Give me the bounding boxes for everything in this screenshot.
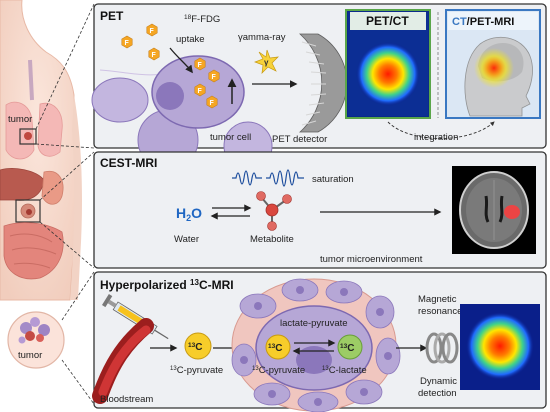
hp-panel: Hyperpolarized 13C-MRI Bloodstream 13C 1… — [92, 271, 547, 412]
magnetic-coil-icon — [425, 332, 459, 364]
human-body: tumor — [0, 0, 82, 301]
svg-text:F: F — [125, 40, 130, 47]
svg-text:F: F — [210, 100, 215, 107]
tumor-label: tumor — [8, 114, 32, 125]
cest-hotspot — [504, 205, 520, 219]
dynamic-label: Dynamic — [420, 376, 457, 387]
svg-text:F: F — [198, 88, 203, 95]
svg-text:13C: 13C — [340, 343, 354, 354]
hp-hotspot — [466, 312, 534, 380]
stomach — [41, 170, 64, 205]
resonance-label: resonance — [418, 306, 462, 317]
lactate-pyruvate-label: lactate-pyruvate — [280, 318, 348, 329]
pyruvate-in-cell-label: 13C-pyruvate — [252, 365, 305, 376]
bloodstream-label: Bloodstream — [100, 394, 153, 405]
lung-tumor — [24, 132, 32, 140]
svg-text:13C: 13C — [268, 343, 282, 354]
svg-text:13C: 13C — [188, 342, 202, 353]
gamma-burst: γ — [254, 49, 279, 74]
microenvironment-label: tumor microenvironment — [320, 254, 423, 265]
magnetic-label: Magnetic — [418, 294, 457, 305]
water-label: Water — [174, 234, 199, 245]
cest-title: CEST-MRI — [100, 156, 157, 170]
hp-title: Hyperpolarized 13C-MRI — [100, 278, 234, 292]
pyruvate-molecule — [184, 332, 212, 360]
svg-text:F: F — [152, 52, 157, 59]
nucleus — [156, 82, 184, 110]
cest-panel: CEST-MRI saturation H2O Water Metabolite — [93, 151, 547, 269]
h2o-formula: H2O — [176, 205, 202, 223]
pet-detector — [298, 33, 348, 133]
pet-ct-hotspot — [356, 42, 420, 106]
tumor-cell-label: tumor cell — [210, 132, 251, 143]
lactate-label: 13C-lactate — [322, 365, 367, 376]
metabolite-molecule — [256, 191, 292, 231]
zoom-tumor-label: tumor — [18, 350, 42, 361]
pyruvate-label: 13C-pyruvate — [170, 365, 223, 376]
svg-text:γ: γ — [264, 58, 269, 67]
tracer-label: 18F-FDG — [184, 14, 220, 25]
fdg-molecules: F F F F F F F — [121, 23, 220, 109]
integration-label: integration — [414, 132, 458, 143]
saturation-label: saturation — [312, 174, 354, 185]
pet-ct-title: PET/CT — [366, 14, 409, 28]
connector-lines — [35, 3, 95, 405]
pyruvate-in-cell — [265, 334, 291, 360]
pet-panel: PET F F F F F F F 18F-FDG uptake γamma-r… — [91, 3, 547, 171]
svg-text:F: F — [150, 28, 155, 35]
detection-label: detection — [418, 388, 457, 399]
lactate-molecule — [337, 334, 363, 360]
saturation-pulses — [232, 169, 304, 187]
svg-text:F: F — [198, 62, 203, 69]
tumor-zoom: tumor — [7, 311, 65, 369]
ct-pet-mri-title: CT/PET-MRI — [452, 16, 514, 28]
intestines — [3, 222, 64, 280]
lung — [37, 102, 63, 157]
gamma-ray-label: γamma-ray — [238, 32, 286, 43]
uptake-label: uptake — [176, 34, 205, 45]
cell-cluster — [231, 278, 401, 412]
metabolite-label: Metabolite — [250, 234, 294, 245]
pet-title: PET — [100, 9, 124, 23]
svg-text:F: F — [212, 74, 217, 81]
pet-detector-label: PET detector — [272, 134, 327, 145]
